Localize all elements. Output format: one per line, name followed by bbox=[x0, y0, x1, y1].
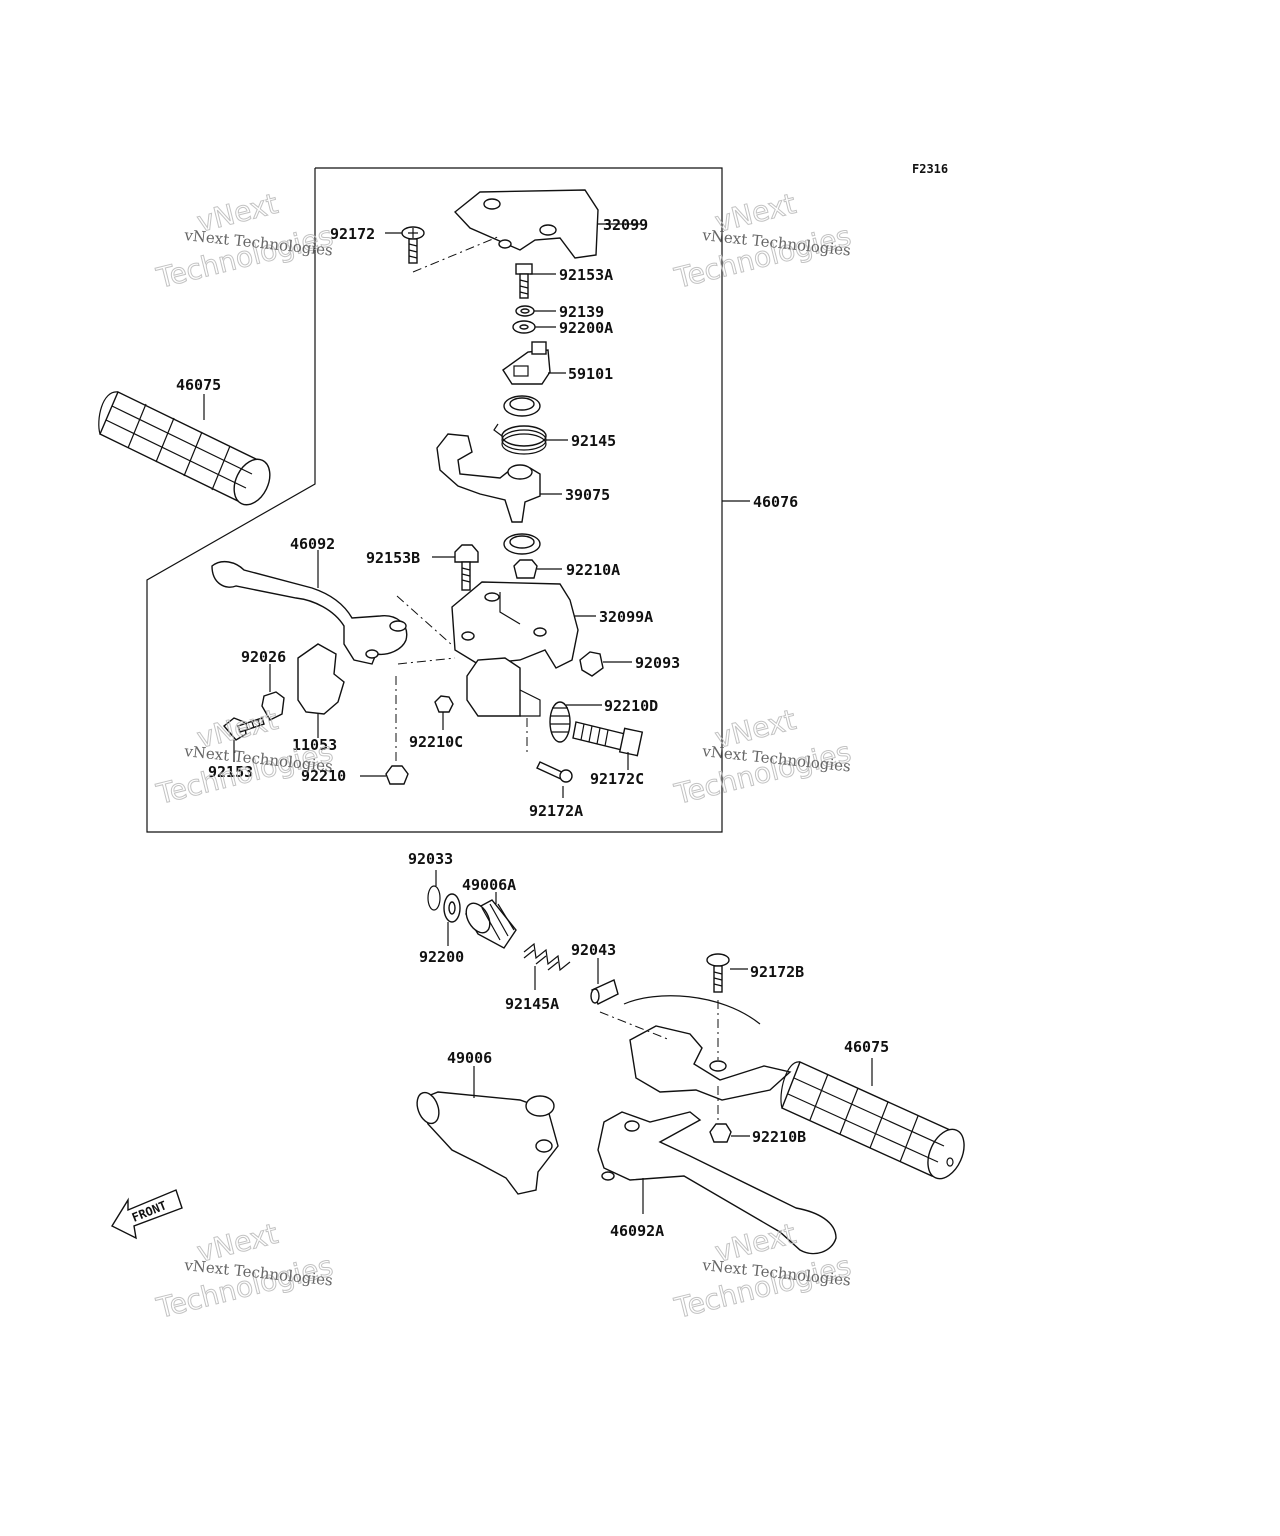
pin-92043 bbox=[590, 958, 619, 1005]
svg-text:Technologies: Technologies bbox=[671, 735, 854, 811]
watermark-top-right: vNext Technologies vNext Technologies bbox=[670, 186, 854, 295]
spring-92145 bbox=[493, 423, 568, 455]
block-92093 bbox=[579, 651, 632, 677]
label-46075-bottom: 46075 bbox=[844, 1038, 889, 1056]
label-92172B: 92172B bbox=[750, 963, 804, 981]
label-32099A: 32099A bbox=[599, 608, 653, 626]
boot-49006 bbox=[416, 1066, 559, 1195]
label-92210A: 92210A bbox=[566, 561, 620, 579]
assembly-frame bbox=[146, 167, 723, 833]
ring-upper bbox=[503, 395, 541, 417]
svg-text:Technologies: Technologies bbox=[153, 1249, 336, 1325]
label-59101: 59101 bbox=[568, 365, 613, 383]
clutch-perch bbox=[599, 995, 792, 1101]
watermark-bottom-left: vNext Technologies vNext Technologies bbox=[152, 1216, 336, 1325]
grip-46075-bottom bbox=[780, 1058, 965, 1180]
label-32099: 32099 bbox=[603, 216, 648, 234]
label-92200: 92200 bbox=[419, 948, 464, 966]
bolt-92153A bbox=[515, 263, 556, 299]
watermark-top-left: vNext Technologies vNext Technologies bbox=[152, 186, 336, 295]
label-92210B: 92210B bbox=[752, 1128, 806, 1146]
watermark-mid-right: vNext Technologies vNext Technologies bbox=[670, 702, 854, 811]
svg-text:Technologies: Technologies bbox=[153, 219, 336, 295]
label-92145A: 92145A bbox=[505, 995, 559, 1013]
label-92153A: 92153A bbox=[559, 266, 613, 284]
watermark-mid-left: vNext Technologies vNext Technologies bbox=[152, 702, 336, 811]
ring-lower bbox=[503, 533, 541, 555]
label-92172A: 92172A bbox=[529, 802, 583, 820]
label-46092: 46092 bbox=[290, 535, 335, 553]
screw-92172 bbox=[385, 226, 501, 273]
washer-92200A bbox=[512, 320, 556, 334]
label-92200A: 92200A bbox=[559, 319, 613, 337]
front-arrow-icon: FRONT bbox=[111, 1189, 183, 1240]
label-49006A: 49006A bbox=[462, 876, 516, 894]
spring-92145A bbox=[523, 942, 571, 990]
label-92172: 92172 bbox=[330, 225, 375, 243]
nut-92210A bbox=[513, 559, 562, 579]
screw-92172A bbox=[526, 718, 573, 798]
bolt-92153 bbox=[222, 717, 265, 762]
collar-92026 bbox=[261, 664, 285, 721]
svg-text:Technologies: Technologies bbox=[671, 219, 854, 295]
label-46075-top: 46075 bbox=[176, 376, 221, 394]
screw-92172B bbox=[706, 953, 748, 1060]
nut-92210C bbox=[434, 695, 454, 730]
bolt-92153B bbox=[432, 544, 479, 620]
label-92043: 92043 bbox=[571, 941, 616, 959]
washer-92200 bbox=[443, 893, 461, 946]
label-92145: 92145 bbox=[571, 432, 616, 450]
label-92172C: 92172C bbox=[590, 770, 644, 788]
label-92210: 92210 bbox=[301, 767, 346, 785]
label-92093: 92093 bbox=[635, 654, 680, 672]
label-49006: 49006 bbox=[447, 1049, 492, 1067]
label-92153: 92153 bbox=[208, 763, 253, 781]
label-92033: 92033 bbox=[408, 850, 453, 868]
lever-46092 bbox=[211, 550, 456, 665]
label-92210C: 92210C bbox=[409, 733, 463, 751]
nut-92210B bbox=[709, 1086, 750, 1143]
figure-code: F2316 bbox=[912, 162, 948, 176]
boot-49006A bbox=[465, 892, 517, 949]
grip-46075-top bbox=[98, 391, 271, 506]
label-11053: 11053 bbox=[292, 736, 337, 754]
label-92153B: 92153B bbox=[366, 549, 420, 567]
upper-housing-32099 bbox=[453, 189, 640, 259]
label-46076: 46076 bbox=[753, 493, 798, 511]
adjuster-nut-92210D bbox=[549, 701, 602, 743]
circlip-92033 bbox=[427, 870, 441, 911]
throttle-plate-59101 bbox=[502, 341, 566, 385]
label-92026: 92026 bbox=[241, 648, 286, 666]
lower-housing-32099A bbox=[451, 581, 596, 669]
nut-92210 bbox=[360, 676, 409, 785]
clamp-block bbox=[466, 657, 541, 717]
label-46092A: 46092A bbox=[610, 1222, 664, 1240]
bracket-11053 bbox=[297, 643, 345, 738]
label-39075: 39075 bbox=[565, 486, 610, 504]
lever-46092A bbox=[597, 1111, 837, 1255]
adjuster-screw-92172C bbox=[572, 721, 644, 770]
label-92139: 92139 bbox=[559, 303, 604, 321]
label-92210D: 92210D bbox=[604, 697, 658, 715]
throttle-lever-39075 bbox=[436, 433, 562, 523]
svg-text:Technologies: Technologies bbox=[671, 1249, 854, 1325]
svg-text:Technologies: Technologies bbox=[153, 735, 336, 811]
washer-92139 bbox=[515, 305, 556, 317]
